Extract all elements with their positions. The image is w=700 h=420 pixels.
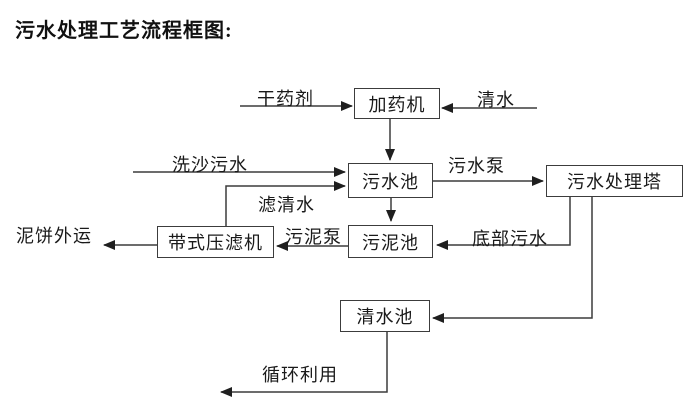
- node-clear-water-pool: 清水池: [340, 300, 430, 332]
- label-mud-cake-out: 泥饼外运: [16, 226, 92, 246]
- label-clear-water: 清水: [477, 90, 515, 110]
- node-sludge-pool: 污泥池: [348, 225, 433, 258]
- label-sand-washing-sewage: 洗沙污水: [172, 155, 248, 175]
- label-dry-chemical: 干药剂: [257, 89, 314, 109]
- node-treatment-tower: 污水处理塔: [546, 165, 683, 197]
- node-dosing-machine: 加药机: [354, 88, 440, 119]
- label-filtered-water: 滤清水: [258, 195, 315, 215]
- edge-bottom-sewage-arrow: [436, 197, 571, 250]
- label-sludge-pump: 污泥泵: [285, 227, 342, 247]
- label-sewage-pump: 污水泵: [448, 156, 505, 176]
- edge-tower-to-clearpool-arrow: [432, 197, 593, 323]
- label-recycle-use: 循环利用: [262, 365, 338, 385]
- edge-recycle-arrow: [220, 332, 388, 397]
- page-title: 污水处理工艺流程框图:: [15, 20, 233, 42]
- node-sewage-pool: 污水池: [348, 163, 433, 198]
- edge-filtered-water-arrow: [225, 181, 346, 226]
- node-belt-filter-press: 带式压滤机: [157, 226, 274, 258]
- label-bottom-sewage: 底部污水: [472, 229, 548, 249]
